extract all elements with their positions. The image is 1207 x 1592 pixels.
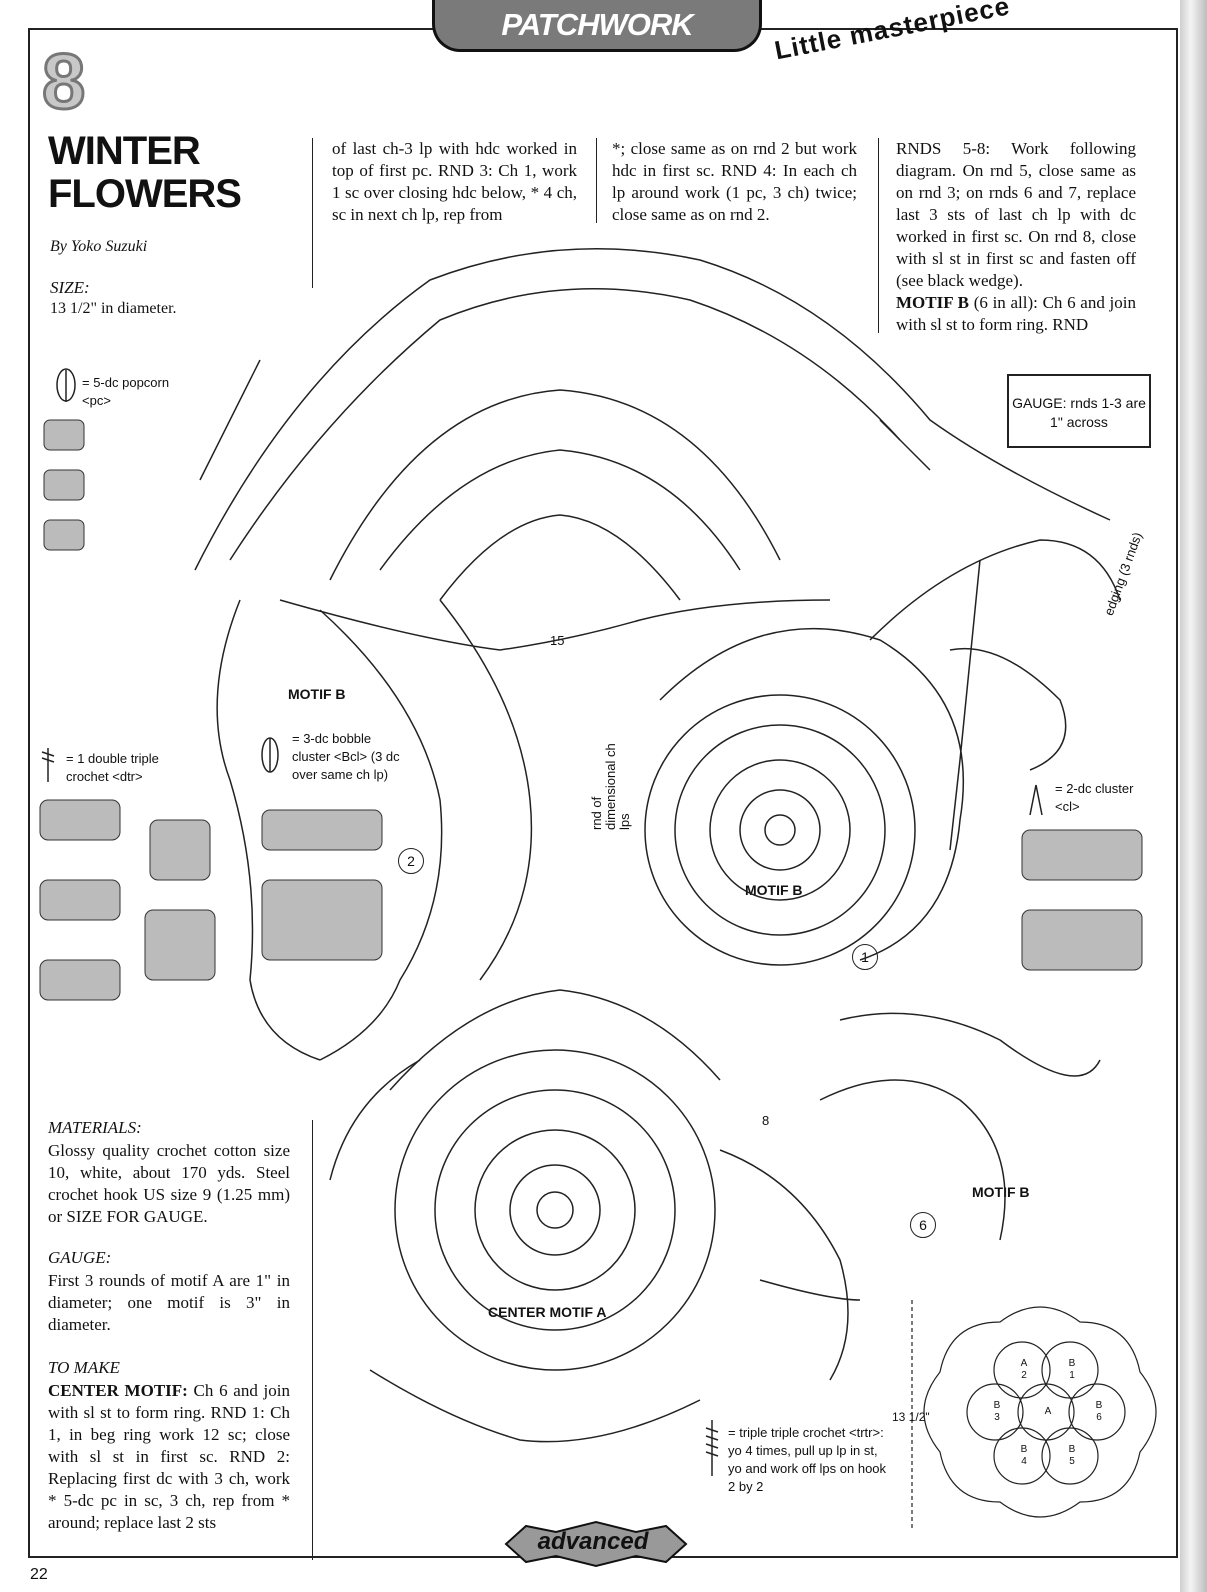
center-motif-label: CENTER MOTIF A: [488, 1304, 607, 1320]
gauge-box: GAUGE: rnds 1-3 are 1" across: [1007, 374, 1151, 448]
byline: By Yoko Suzuki: [50, 238, 148, 255]
layout-cell: A: [1044, 1406, 1052, 1417]
text-column-3: *; close same as on rnd 2 but work hdc i…: [612, 139, 857, 224]
column-divider: [312, 138, 313, 288]
motif-b-label: MOTIF B: [745, 882, 803, 898]
text-column-2: of last ch-3 lp with hdc worked in top o…: [332, 139, 577, 224]
column-divider: [878, 138, 879, 333]
to-make-text: CENTER MOTIF: Ch 6 and join with sl st t…: [48, 1381, 290, 1532]
motif-number: 2: [398, 848, 424, 874]
legend-bobble: = 3-dc bobble cluster <Bcl> (3 dc over s…: [292, 731, 400, 782]
page-edge-shadow: [1180, 0, 1207, 1592]
legend-popcorn: = 5-dc popcorn <pc>: [82, 375, 170, 408]
motif-b-label: MOTIF B: [972, 1184, 1030, 1200]
materials-label: MATERIALS:: [48, 1118, 142, 1137]
page-number: 22: [30, 1566, 48, 1583]
advanced-badge: advanced: [537, 1528, 649, 1555]
column-divider: [312, 1120, 313, 1560]
rnd-number: 8: [762, 1113, 770, 1128]
materials-text: Glossy quality crochet cotton size 10, w…: [48, 1141, 290, 1226]
gauge-text: First 3 rounds of motif A are 1" in diam…: [48, 1271, 290, 1334]
size-text: 13 1/2" in diameter.: [50, 300, 177, 317]
size-label: SIZE:: [50, 278, 90, 297]
legend-cluster: = 2-dc cluster <cl>: [1055, 781, 1134, 814]
motif-b-label: MOTIF B: [288, 686, 346, 702]
legend-trtr: = triple triple crochet <trtr>: yo 4 tim…: [728, 1425, 887, 1494]
to-make-label: TO MAKE: [48, 1358, 120, 1377]
motif-number: 1: [852, 944, 878, 970]
pattern-title: WINTER FLOWERS: [48, 129, 242, 216]
motif-number: 6: [910, 1212, 936, 1238]
pattern-number: 8: [40, 37, 86, 125]
gauge-label: GAUGE:: [48, 1248, 112, 1267]
legend-dtr: = 1 double triple crochet <dtr>: [66, 751, 159, 784]
layout-dimension: 13 1/2": [892, 1410, 930, 1424]
text-column-4: RNDS 5-8: Work following diagram. On rnd…: [896, 139, 1136, 334]
section-tab: PATCHWORK: [432, 0, 762, 52]
column-divider: [596, 138, 597, 223]
